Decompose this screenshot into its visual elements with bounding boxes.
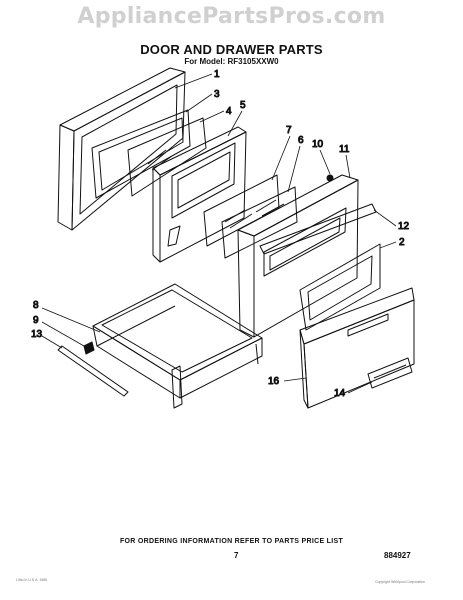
callout-14: 14 [334, 388, 346, 399]
callout-1: 1 [214, 69, 220, 80]
document-code: 884927 [384, 551, 411, 560]
callout-11: 11 [339, 144, 350, 155]
callout-16: 16 [268, 376, 280, 387]
callout-3: 3 [214, 89, 220, 100]
part-5-door-panel [152, 126, 247, 263]
part-14-drawer-handle [367, 357, 413, 389]
callout-13: 13 [31, 329, 43, 340]
copyright-note: Copyright Whirlpool Corporation [375, 580, 425, 584]
callout-7: 7 [286, 125, 292, 136]
part-13-drawer-rail [57, 345, 129, 397]
part-10-screw [326, 174, 334, 182]
model-subtitle: For Model: RF3105XXW0 [184, 57, 279, 66]
callout-8: 8 [33, 300, 39, 311]
part-1-door-liner [57, 67, 186, 231]
diagram-title: DOOR AND DRAWER PARTS [140, 42, 323, 57]
watermark: AppliancePartsPros.com [77, 4, 386, 29]
part-2-outer-door [237, 174, 381, 338]
part-16-drawer-panel [299, 287, 415, 409]
part-6-outer-window-glass [221, 186, 298, 259]
callout-2: 2 [399, 237, 405, 248]
callout-9: 9 [33, 315, 39, 326]
print-info: Litho in U.S.A. 1985 [16, 578, 48, 582]
part-3-glass-frame [91, 109, 191, 199]
ordering-note: FOR ORDERING INFORMATION REFER TO PARTS … [119, 538, 344, 545]
callout-6: 6 [298, 135, 304, 146]
page-number: 7 [234, 551, 239, 560]
part-7-window-glass [203, 174, 280, 247]
callout-numbers: 1 3 4 5 7 6 10 11 12 2 8 9 13 16 14 [31, 69, 411, 400]
callout-5: 5 [240, 100, 246, 111]
leader-lines [41, 73, 397, 394]
part-9-drawer-stop [83, 341, 95, 355]
callout-4: 4 [226, 106, 232, 117]
part-4-inner-glass [127, 117, 207, 197]
callout-10: 10 [312, 139, 324, 150]
callout-12: 12 [398, 221, 410, 232]
part-12-door-handle [259, 203, 377, 255]
part-8-drawer [92, 283, 263, 409]
